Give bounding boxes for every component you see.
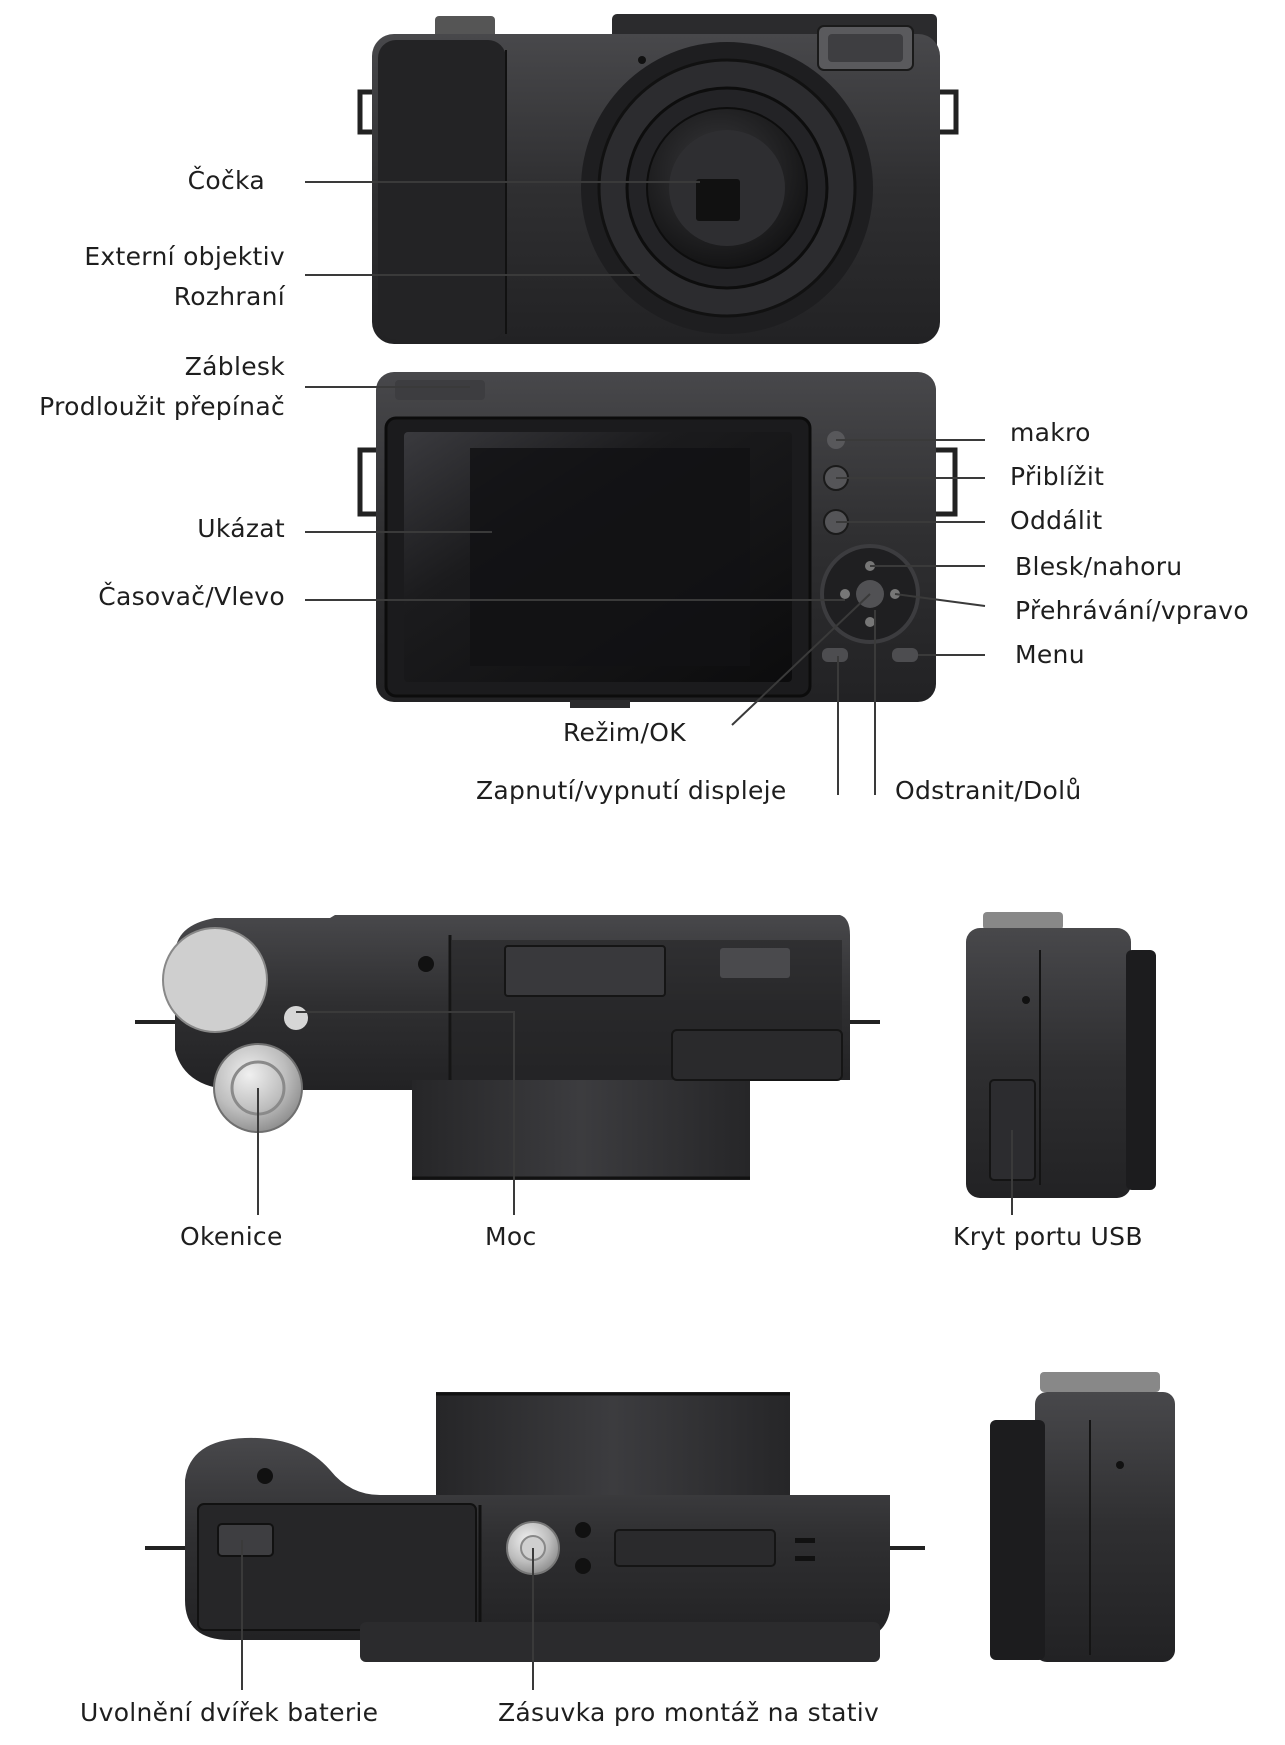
camera-side-view-lens xyxy=(990,1372,1175,1662)
label-rezim-ok: Režim/OK xyxy=(563,718,686,748)
label-zapnuti-displeje: Zapnutí/vypnutí displeje xyxy=(476,776,787,806)
camera-back-view xyxy=(360,372,955,708)
camera-bottom-view xyxy=(145,1392,925,1662)
label-cocka: Čočka xyxy=(188,166,265,196)
camera-top-view xyxy=(135,915,880,1180)
camera-side-view-usb xyxy=(966,912,1156,1198)
camera-front-view xyxy=(360,14,956,344)
label-odstranit-dolu: Odstranit/Dolů xyxy=(895,776,1082,806)
label-prehravani-vpravo: Přehrávání/vpravo xyxy=(1015,596,1249,626)
label-prodlouzit-prepinac: Prodloužit přepínač xyxy=(39,392,285,422)
label-zablesk: Záblesk xyxy=(185,352,285,382)
label-blesk-nahoru: Blesk/nahoru xyxy=(1015,552,1182,582)
label-externi-objektiv: Externí objektiv xyxy=(84,242,285,272)
label-kryt-usb: Kryt portu USB xyxy=(953,1222,1143,1252)
label-zasuvka-stativ: Zásuvka pro montáž na stativ xyxy=(498,1698,879,1728)
label-moc: Moc xyxy=(485,1222,537,1252)
label-makro: makro xyxy=(1010,418,1091,448)
label-menu: Menu xyxy=(1015,640,1085,670)
label-rozhrani: Rozhraní xyxy=(174,282,285,312)
label-priblizit: Přiblížit xyxy=(1010,462,1104,492)
label-oddalit: Oddálit xyxy=(1010,506,1103,536)
label-casovac-vlevo: Časovač/Vlevo xyxy=(98,582,285,612)
label-okenice: Okenice xyxy=(180,1222,283,1252)
label-ukazat: Ukázat xyxy=(197,514,285,544)
label-uvolneni-dvirek: Uvolnění dvířek baterie xyxy=(80,1698,378,1728)
